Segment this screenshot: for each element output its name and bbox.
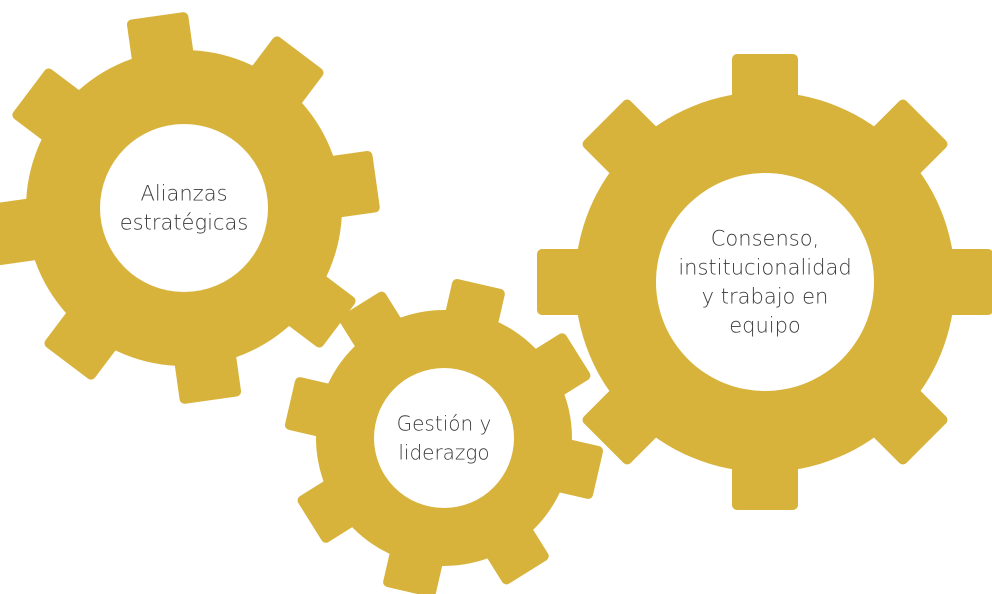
gear-label-line: institucionalidad bbox=[678, 256, 851, 280]
gear-label: Alianzas estratégicas bbox=[120, 182, 249, 235]
gear-consenso: Consenso, institucionalidad y trabajo en eq… bbox=[537, 54, 992, 510]
gear-label-line: estratégicas bbox=[120, 211, 249, 235]
gear-label-line: Gestión y bbox=[397, 412, 492, 436]
gear-label-line: Consenso, bbox=[711, 227, 819, 251]
gear-alianzas: Alianzas estratégicas bbox=[0, 12, 380, 404]
gear-hub bbox=[374, 368, 514, 508]
gear-label-line: Alianzas bbox=[140, 182, 227, 206]
gear-label: Consenso, institucionalidad y trabajo en eq… bbox=[678, 227, 851, 338]
gear-hub bbox=[656, 173, 874, 391]
gear-label: Gestión y liderazgo bbox=[397, 412, 492, 465]
gear-label-line: y trabajo en bbox=[702, 285, 829, 309]
gear-label-line: equipo bbox=[729, 314, 801, 338]
gear-gestion: Gestión y liderazgo bbox=[284, 278, 604, 594]
gear-label-line: liderazgo bbox=[398, 441, 489, 465]
gear-hub bbox=[100, 124, 268, 292]
